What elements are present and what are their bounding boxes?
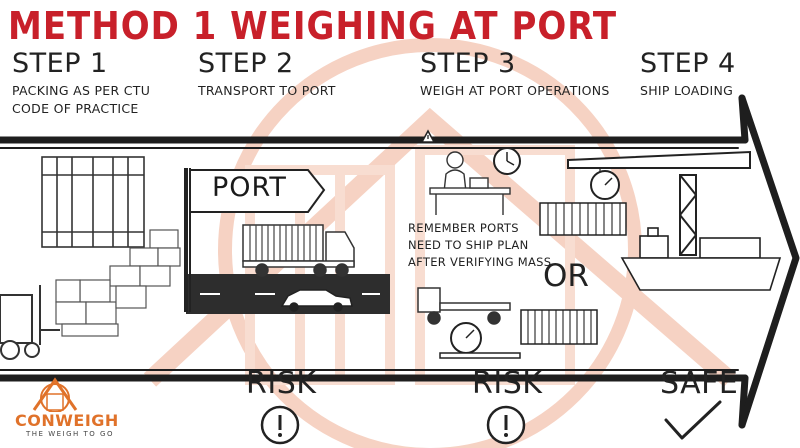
exclamation-icon xyxy=(260,405,300,445)
forklift-icon xyxy=(0,285,60,360)
truck-icon xyxy=(242,224,355,277)
step-2-heading: STEP 2 xyxy=(198,48,294,79)
step-1-desc-line1: PACKING AS PER CTU xyxy=(12,83,151,98)
port-note-line3: AFTER VERIFYING MASS xyxy=(408,255,552,269)
step-2-desc: TRANSPORT TO PORT xyxy=(198,83,336,98)
or-label: OR xyxy=(543,258,589,294)
port-note-line2: NEED TO SHIP PLAN xyxy=(408,238,529,252)
warning-icon xyxy=(420,129,436,143)
container-icon xyxy=(41,156,145,248)
checkmark-icon xyxy=(664,400,722,440)
port-note-line1: REMEMBER PORTS xyxy=(408,221,519,235)
step-1-desc-line2: CODE OF PRACTICE xyxy=(12,101,139,116)
logo-tagline: THE WEIGH TO GO xyxy=(26,430,114,438)
crane-icon xyxy=(567,150,751,256)
step-4-desc: SHIP LOADING xyxy=(640,83,734,98)
truck-icon xyxy=(417,287,511,325)
scale-icon xyxy=(590,170,620,200)
logo-name: CONWEIGH xyxy=(15,411,119,430)
scale-icon xyxy=(450,322,482,354)
container-icon xyxy=(520,309,598,345)
container-icon xyxy=(539,202,627,236)
exclamation-icon xyxy=(486,405,526,445)
step-1-heading: STEP 1 xyxy=(12,48,108,79)
step-3-desc: WEIGH AT PORT OPERATIONS xyxy=(420,83,610,98)
step-4-heading: STEP 4 xyxy=(640,48,736,79)
conweigh-logo-icon xyxy=(32,377,78,412)
risk-label-1: RISK xyxy=(246,366,317,401)
page-title: METHOD 1 WEIGHING AT PORT xyxy=(8,4,618,50)
step-3-heading: STEP 3 xyxy=(420,48,516,79)
port-note: REMEMBER PORTS NEED TO SHIP PLAN AFTER V… xyxy=(408,220,551,271)
ship-icon xyxy=(620,227,782,291)
clock-icon xyxy=(493,147,521,175)
risk-label-2: RISK xyxy=(472,366,543,401)
port-sign-label: PORT xyxy=(212,172,287,203)
car-icon xyxy=(280,289,353,312)
safe-label: SAFE xyxy=(660,366,739,401)
